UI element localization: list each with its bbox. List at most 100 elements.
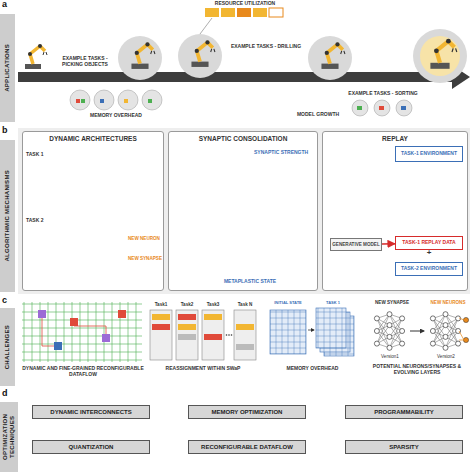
timeline-arrow (18, 65, 470, 89)
challenge-caption: DYNAMIC AND FINE-GRAINED RECONFIGURABLE … (20, 366, 146, 377)
task-circles (76, 99, 80, 103)
section-band: OPTIMIZATION TECHNIQUES (0, 402, 18, 472)
task-label: Task3 (202, 302, 224, 307)
task-columns (178, 334, 196, 340)
node-text: CHALLENGES (4, 325, 11, 369)
annotation: INITIAL STATE (268, 301, 308, 305)
robot-stage (308, 36, 352, 80)
memory-stacks (308, 330, 314, 331)
node-text: PROGRAMMABILITY (374, 409, 434, 416)
challenge-caption: REASSIGNMENT WITHIN SWaP (148, 366, 258, 372)
task-circles (352, 100, 368, 116)
task-circles (396, 100, 412, 116)
annotation: MODEL GROWTH (288, 112, 348, 118)
resource-bars (200, 8, 283, 34)
challenge-caption: MEMORY OVERHEAD (265, 366, 360, 372)
panel-letter: c (2, 296, 14, 306)
task-circles (142, 90, 162, 110)
robot-stage (131, 42, 154, 69)
dataflow-grid (42, 318, 106, 346)
panel-letter: d (2, 389, 14, 399)
dataflow-grid (118, 310, 126, 318)
replay-data-box: TASK-1 REPLAY DATA (395, 236, 463, 250)
task-columns (228, 334, 230, 336)
task-columns (176, 310, 198, 360)
dataflow-grid (38, 310, 46, 318)
annotation: TASK 1 (316, 301, 350, 305)
node-text: SYNAPTIC CONSOLIDATION (199, 135, 288, 142)
task-columns (236, 344, 254, 350)
version-label: Version1 (370, 354, 410, 359)
annotation: NEW NEURONS (424, 300, 472, 305)
task-columns (152, 324, 170, 330)
mechanisms-frame (18, 128, 470, 294)
task-label: TASK 2 (26, 218, 60, 224)
evolving-networks (374, 312, 404, 351)
robot-stage (25, 29, 467, 83)
replay-arrow (382, 243, 395, 245)
node-text: TASK-2 ENVIRONMENT (401, 266, 457, 272)
technique-box: RECONFIGURABLE DATAFLOW (188, 440, 306, 454)
dataflow-grid (70, 318, 78, 326)
node-text: OPTIMIZATION TECHNIQUES (2, 402, 15, 472)
task-circles (118, 90, 138, 110)
annotation: NEW SYNAPSE (370, 300, 414, 305)
memory-stacks (270, 308, 354, 356)
node-text: REPLAY (382, 135, 408, 142)
node-text: ALGORITHMIC MECHANISMS (4, 170, 11, 262)
robot-stage (191, 40, 214, 67)
robot-stage (321, 42, 344, 69)
task-circles (148, 99, 152, 103)
mechanisms-frame (18, 128, 470, 294)
node-text: TASK-1 REPLAY DATA (402, 240, 455, 246)
task-label: TASK 1 (26, 152, 60, 158)
node-text: SPARSITY (389, 444, 419, 451)
section-band: APPLICATIONS (0, 14, 15, 122)
task-columns (226, 334, 228, 336)
annotation: SYNAPTIC STRENGTH (254, 150, 316, 156)
generative-model-box: GENERATIVE MODEL (330, 238, 382, 251)
task-circles (401, 106, 406, 110)
task-columns (178, 324, 196, 330)
annotation: EXAMPLE TASKS - SORTING (343, 91, 423, 97)
memory-stacks (316, 308, 346, 348)
timeline-arrow (18, 65, 470, 89)
evolving-networks (463, 317, 468, 322)
environment-box: TASK-2 ENVIRONMENT (395, 262, 463, 276)
section-band: CHALLENGES (0, 308, 15, 386)
dataflow-grid (54, 342, 62, 350)
task-label: Task N (234, 302, 256, 307)
node-text: APPLICATIONS (4, 44, 11, 92)
robot-stage (420, 36, 460, 76)
task-columns (152, 314, 170, 320)
task-circles (374, 100, 390, 116)
task-columns (202, 310, 224, 360)
technique-box: MEMORY OPTIMIZATION (188, 405, 306, 419)
robot-stage (413, 29, 467, 83)
resource-bars (205, 8, 219, 17)
annotation: RESOURCE UTILIZATION (205, 1, 285, 7)
evolving-networks (410, 331, 424, 332)
resource-bars (200, 18, 212, 34)
node-text: QUANTIZATION (69, 444, 114, 451)
task-label: Task2 (176, 302, 198, 307)
dataflow-grid (22, 302, 142, 362)
task-circles (379, 106, 384, 110)
task-columns (150, 310, 172, 360)
annotation: NEW SYNAPSE (128, 256, 164, 261)
plus-sign: + (424, 249, 434, 258)
task-columns (204, 334, 222, 340)
version-label: Version2 (426, 354, 466, 359)
dataflow-grid (102, 334, 110, 342)
task-circles (100, 99, 104, 103)
task-columns (178, 314, 196, 320)
technique-box: QUANTIZATION (32, 440, 150, 454)
annotation: METAPLASTIC STATE (210, 279, 290, 285)
task-circles (124, 99, 128, 103)
task-circles (94, 90, 114, 110)
technique-box: DYNAMIC INTERCONNECTS (32, 405, 150, 419)
resource-bars (237, 8, 251, 17)
